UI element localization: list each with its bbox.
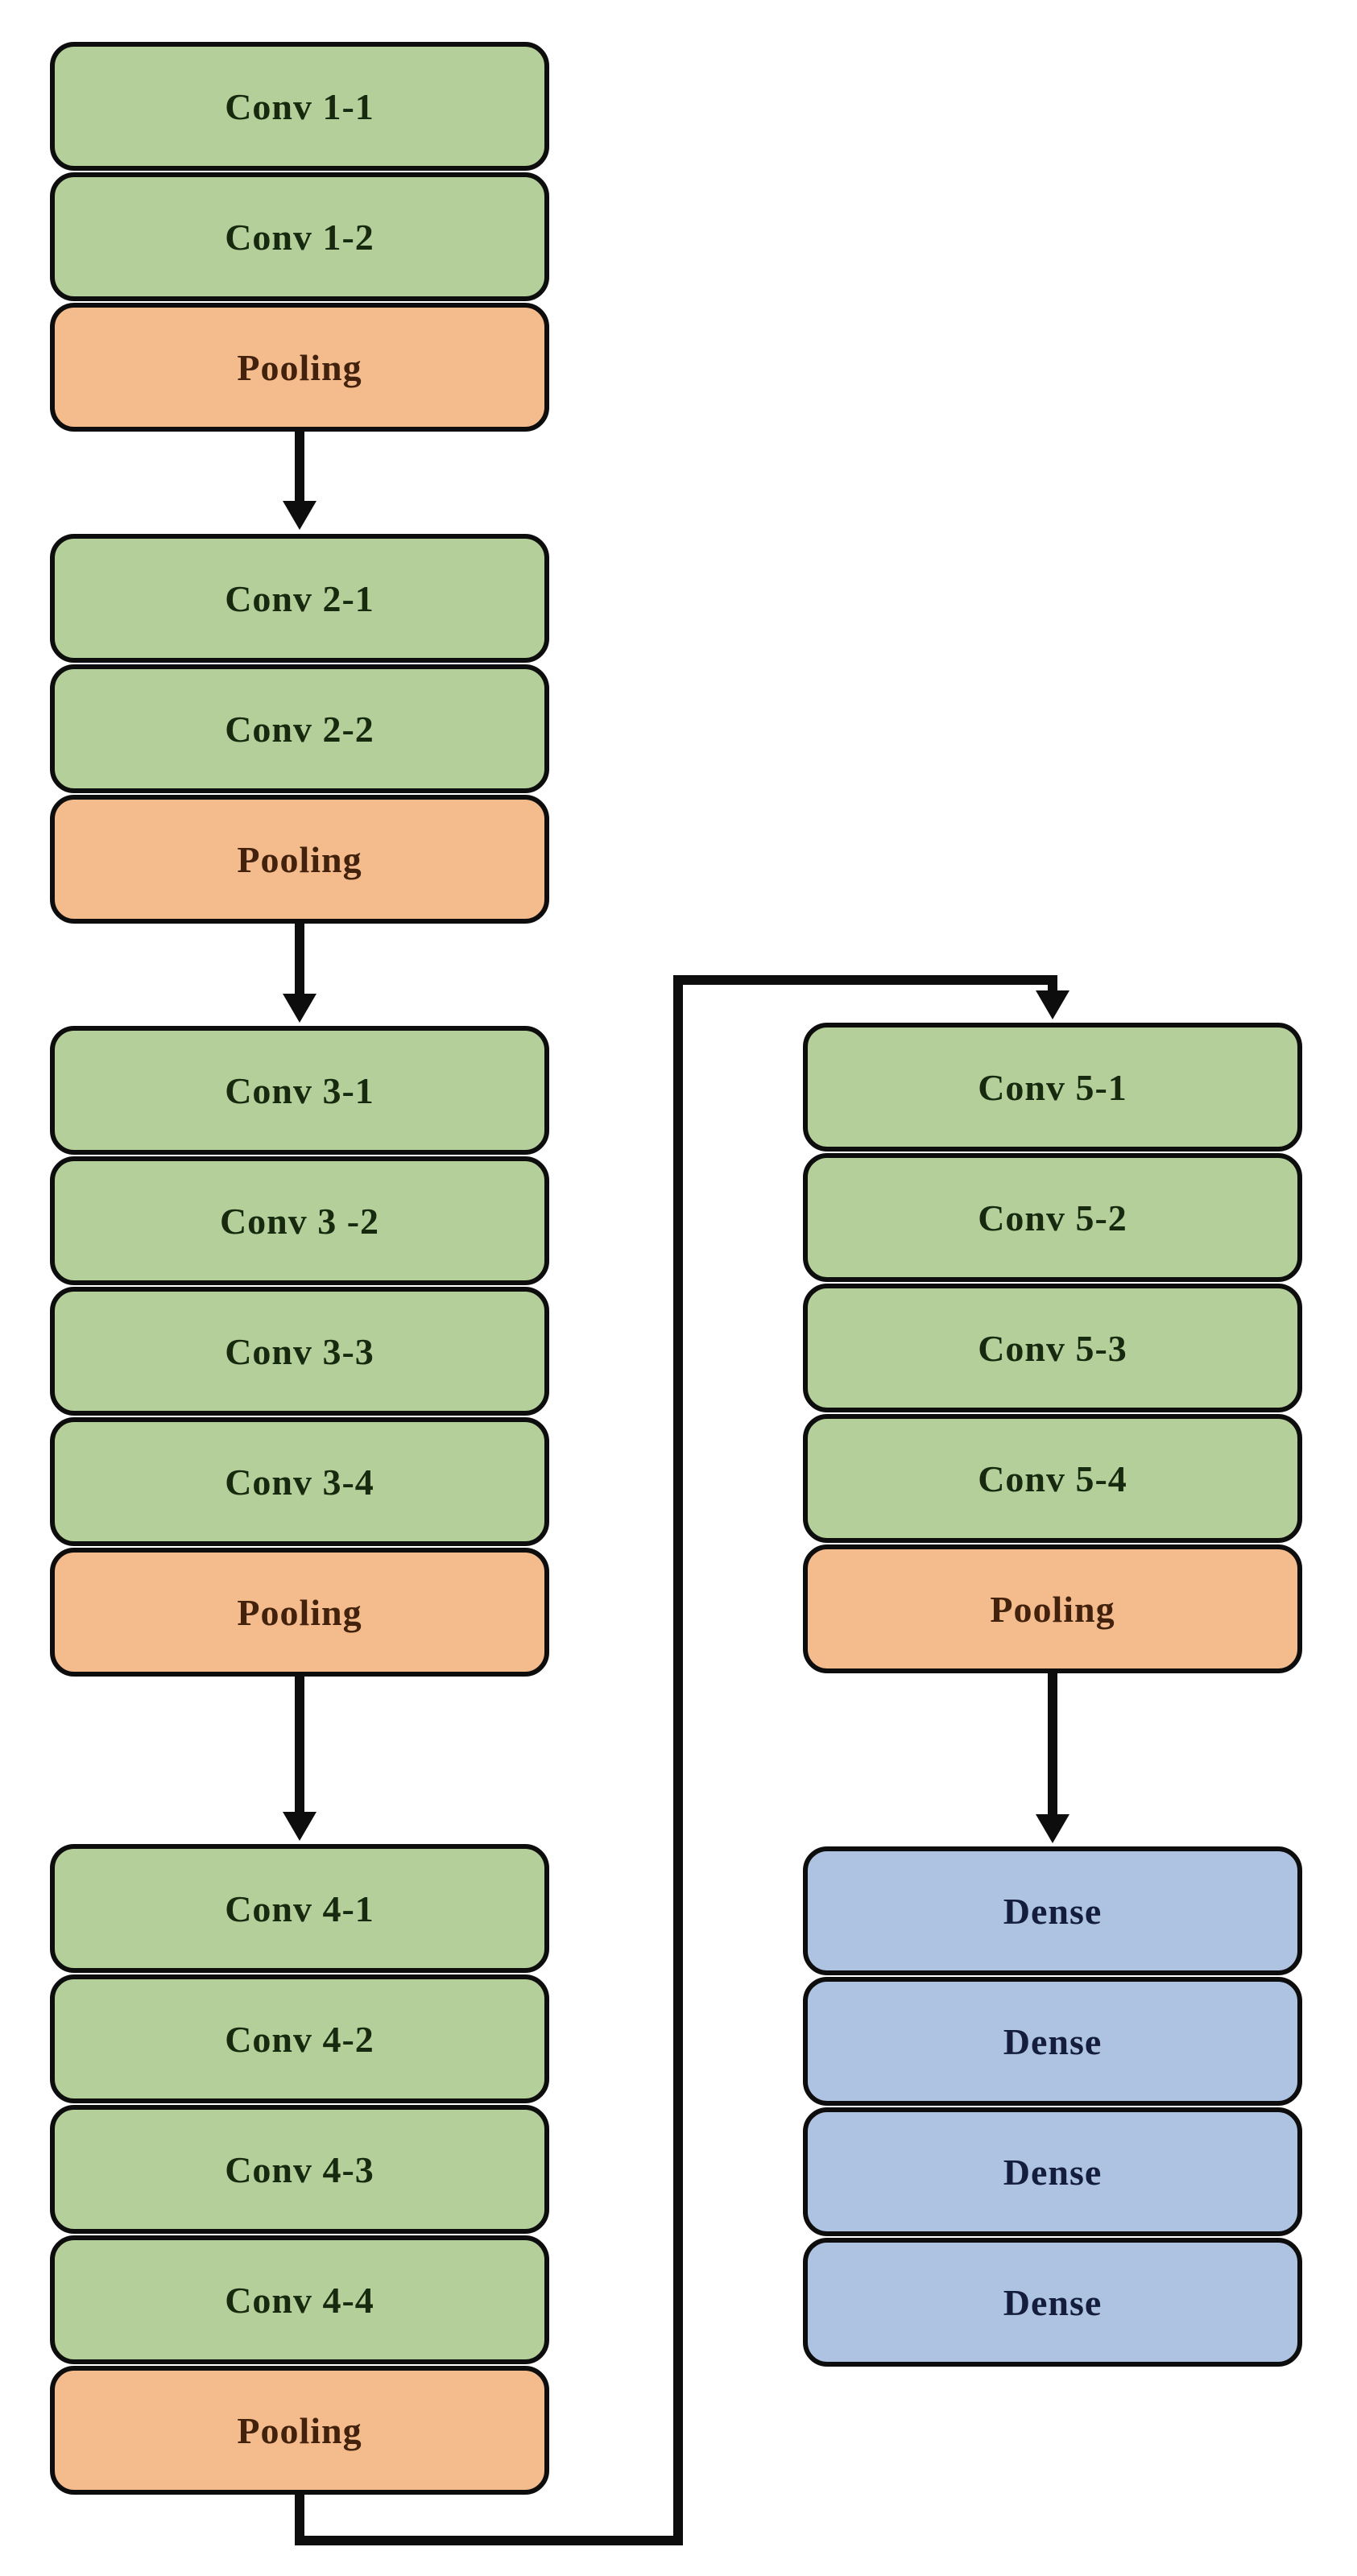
node-label: Conv 1-1 bbox=[225, 85, 374, 127]
arrowhead-down-icon bbox=[1036, 1814, 1069, 1843]
node-conv-3-4: Conv 3-4 bbox=[50, 1417, 549, 1546]
node-conv-4-3: Conv 4-3 bbox=[50, 2105, 549, 2234]
node-pooling: Pooling bbox=[50, 303, 549, 432]
node-conv-5-1: Conv 5-1 bbox=[803, 1023, 1302, 1152]
node-conv-3-1: Conv 3-1 bbox=[50, 1026, 549, 1155]
node-label: Dense bbox=[1003, 2020, 1103, 2062]
node-label: Conv 5-1 bbox=[978, 1066, 1127, 1108]
node-conv-3--2: Conv 3 -2 bbox=[50, 1156, 549, 1285]
connector-line-segment bbox=[295, 2536, 683, 2545]
node-dense: Dense bbox=[803, 2238, 1302, 2367]
flow-arrow-shaft bbox=[295, 924, 304, 999]
node-label: Pooling bbox=[237, 838, 362, 880]
node-conv-2-2: Conv 2-2 bbox=[50, 664, 549, 793]
arrowhead-down-icon bbox=[283, 1812, 316, 1841]
node-conv-5-4: Conv 5-4 bbox=[803, 1414, 1302, 1543]
node-label: Dense bbox=[1003, 2281, 1103, 2323]
node-pooling: Pooling bbox=[50, 2366, 549, 2495]
node-dense: Dense bbox=[803, 1977, 1302, 2106]
node-conv-5-2: Conv 5-2 bbox=[803, 1153, 1302, 1282]
arrowhead-down-icon bbox=[283, 994, 316, 1023]
node-conv-4-1: Conv 4-1 bbox=[50, 1844, 549, 1973]
node-conv-1-1: Conv 1-1 bbox=[50, 42, 549, 171]
node-label: Conv 3-3 bbox=[225, 1330, 374, 1372]
connector-line-segment bbox=[673, 975, 1057, 985]
node-dense: Dense bbox=[803, 2107, 1302, 2236]
node-conv-3-3: Conv 3-3 bbox=[50, 1287, 549, 1416]
connector-line-segment bbox=[295, 2493, 304, 2545]
node-label: Conv 4-4 bbox=[225, 2279, 374, 2321]
connector-line-segment bbox=[673, 975, 683, 2545]
node-label: Conv 2-2 bbox=[225, 708, 374, 750]
node-label: Conv 3-1 bbox=[225, 1069, 374, 1111]
node-label: Dense bbox=[1003, 2151, 1103, 2193]
node-pooling: Pooling bbox=[50, 1548, 549, 1677]
arrowhead-down-icon bbox=[283, 501, 316, 530]
node-label: Conv 5-3 bbox=[978, 1327, 1127, 1369]
flow-arrow-shaft bbox=[295, 432, 304, 506]
node-conv-4-4: Conv 4-4 bbox=[50, 2235, 549, 2364]
node-label: Conv 2-1 bbox=[225, 577, 374, 619]
node-label: Conv 5-2 bbox=[978, 1197, 1127, 1238]
arrowhead-down-icon bbox=[1036, 990, 1069, 1019]
node-label: Pooling bbox=[237, 346, 362, 388]
node-conv-4-2: Conv 4-2 bbox=[50, 1974, 549, 2103]
node-pooling: Pooling bbox=[803, 1544, 1302, 1673]
node-label: Conv 4-3 bbox=[225, 2148, 374, 2190]
node-pooling: Pooling bbox=[50, 795, 549, 924]
node-conv-1-2: Conv 1-2 bbox=[50, 172, 549, 301]
flow-arrow-shaft bbox=[295, 1677, 304, 1817]
node-dense: Dense bbox=[803, 1846, 1302, 1975]
node-label: Pooling bbox=[237, 1591, 362, 1633]
node-conv-5-3: Conv 5-3 bbox=[803, 1284, 1302, 1412]
node-label: Conv 4-2 bbox=[225, 2018, 374, 2060]
node-label: Conv 5-4 bbox=[978, 1458, 1127, 1499]
node-label: Conv 1-2 bbox=[225, 216, 374, 258]
node-conv-2-1: Conv 2-1 bbox=[50, 534, 549, 663]
flow-arrow-shaft bbox=[1048, 1673, 1057, 1819]
node-label: Pooling bbox=[990, 1588, 1115, 1630]
node-label: Conv 3-4 bbox=[225, 1461, 374, 1503]
node-label: Conv 4-1 bbox=[225, 1888, 374, 1929]
node-label: Dense bbox=[1003, 1890, 1103, 1932]
node-label: Pooling bbox=[237, 2409, 362, 2451]
node-label: Conv 3 -2 bbox=[219, 1200, 380, 1242]
